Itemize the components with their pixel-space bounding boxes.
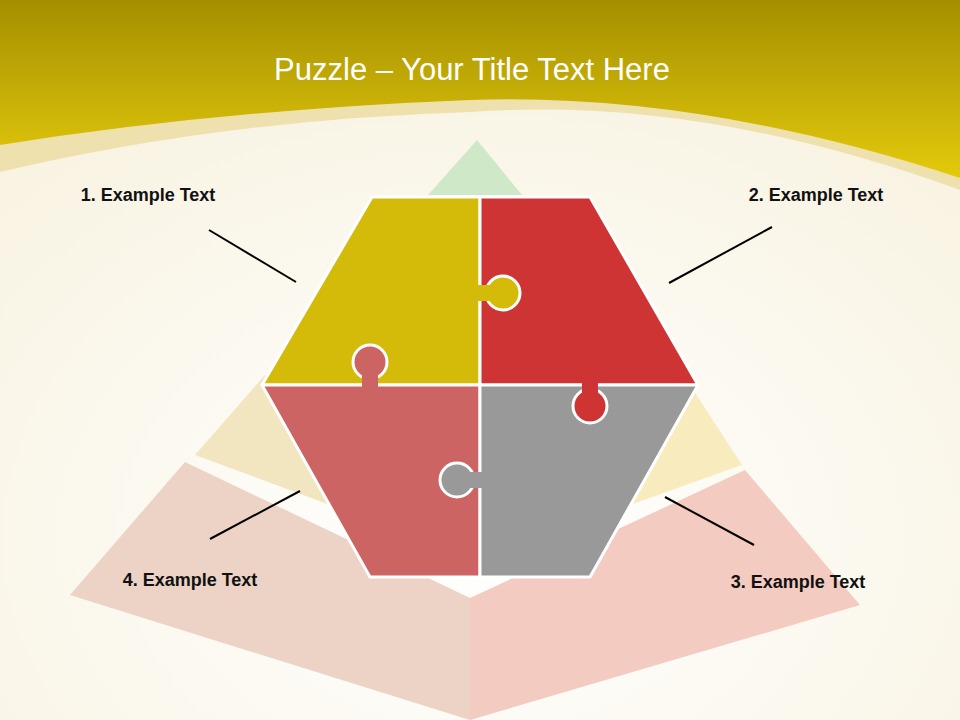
leader-line <box>669 227 772 283</box>
callout-label: 1. Example Text <box>81 185 216 206</box>
callout-label: 4. Example Text <box>123 570 258 591</box>
knob-neck <box>362 372 378 387</box>
slide-title: Puzzle – Your Title Text Here <box>274 52 670 88</box>
knob-neck <box>468 472 482 488</box>
leader-line <box>665 497 754 545</box>
knob-neck <box>478 285 492 301</box>
callout-label: 2. Example Text <box>749 185 884 206</box>
knob-neck <box>582 383 598 395</box>
puzzle-piece <box>480 385 698 577</box>
puzzle-piece <box>262 197 480 385</box>
pyramid-top <box>428 140 522 195</box>
callout-label: 3. Example Text <box>731 572 866 593</box>
puzzle-piece <box>262 385 480 577</box>
puzzle-piece <box>480 197 698 385</box>
leader-line <box>210 491 300 539</box>
leader-line <box>209 230 296 282</box>
